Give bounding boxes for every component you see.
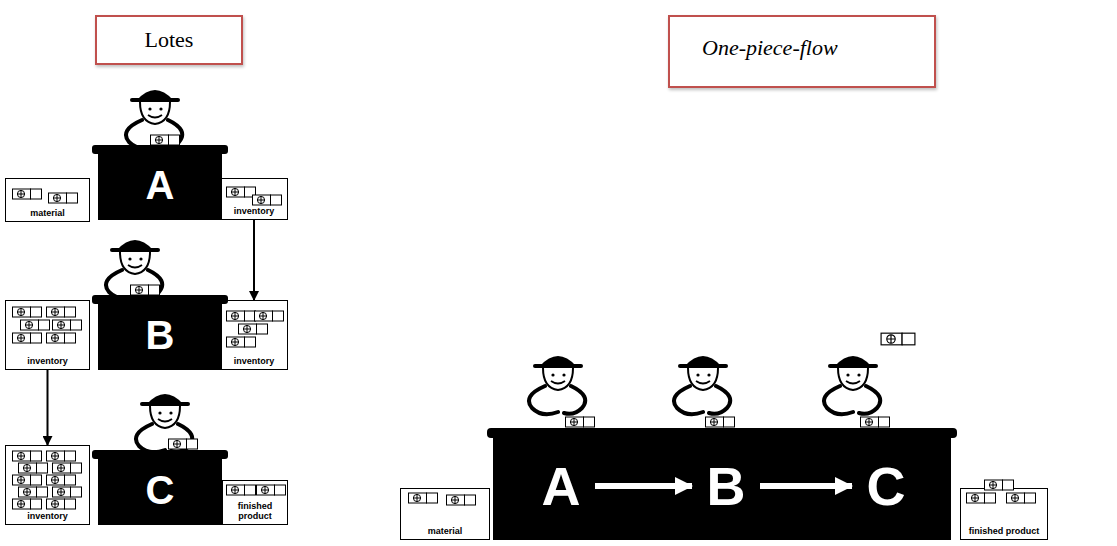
work-parts bbox=[253, 195, 282, 205]
work-parts bbox=[19, 487, 48, 497]
work-parts bbox=[257, 485, 286, 495]
work-parts bbox=[49, 193, 78, 203]
work-parts bbox=[566, 417, 595, 427]
station-letter: B bbox=[698, 454, 754, 518]
work-parts bbox=[47, 451, 76, 461]
station-letter: C bbox=[858, 454, 914, 518]
work-parts bbox=[227, 311, 256, 321]
work-station: C bbox=[98, 455, 222, 525]
inventory-bin: inventory bbox=[220, 178, 288, 220]
work-station: B bbox=[98, 300, 222, 370]
worker-figures bbox=[126, 90, 182, 148]
work-parts bbox=[13, 499, 42, 509]
work-parts bbox=[861, 417, 890, 427]
node-text: inventory bbox=[234, 206, 275, 216]
station-letter: A bbox=[533, 454, 589, 518]
work-parts bbox=[881, 333, 915, 345]
product-bin: finished product bbox=[222, 480, 288, 525]
node-text: B bbox=[146, 313, 175, 358]
desk-tops bbox=[92, 295, 228, 304]
title-tag: One-piece-flow bbox=[668, 15, 936, 88]
work-parts bbox=[239, 324, 268, 334]
work-parts bbox=[706, 417, 735, 427]
flow-arrow bbox=[253, 220, 255, 300]
work-parts bbox=[53, 320, 82, 330]
work-parts bbox=[47, 333, 76, 343]
desk-tops bbox=[92, 145, 957, 459]
node-text: One-piece-flow bbox=[702, 35, 838, 61]
node-text: C bbox=[867, 455, 906, 517]
desk-tops bbox=[92, 145, 228, 154]
node-text: Lotes bbox=[145, 27, 194, 53]
flow-arrow bbox=[760, 483, 852, 489]
work-parts bbox=[53, 487, 82, 497]
node-text: inventory bbox=[27, 356, 68, 366]
work-parts bbox=[409, 493, 438, 503]
node-text: C bbox=[146, 468, 175, 513]
work-parts bbox=[53, 463, 82, 473]
work-parts bbox=[227, 187, 256, 197]
work-parts bbox=[19, 463, 48, 473]
work-parts bbox=[21, 320, 50, 330]
worker-figures bbox=[824, 356, 880, 414]
work-parts bbox=[1007, 493, 1036, 503]
node-text: finished product bbox=[969, 526, 1040, 536]
inventory-bin: inventory bbox=[5, 300, 90, 370]
worker-figures bbox=[106, 90, 880, 452]
material-bin: material bbox=[5, 178, 90, 222]
work-parts bbox=[47, 475, 76, 485]
inventory-bin: inventory bbox=[5, 445, 90, 525]
node-text: material bbox=[30, 208, 65, 218]
node-text: finished product bbox=[226, 501, 284, 521]
node-text: material bbox=[428, 526, 463, 536]
title-tag: Lotes bbox=[95, 15, 243, 65]
flow-arrow bbox=[47, 370, 49, 445]
work-parts bbox=[13, 189, 42, 199]
desk-tops bbox=[92, 450, 228, 459]
node-text: A bbox=[542, 455, 581, 517]
worker-figures bbox=[106, 240, 162, 298]
worker-figures bbox=[136, 394, 192, 452]
work-parts bbox=[13, 451, 42, 461]
work-parts bbox=[151, 135, 180, 145]
work-parts bbox=[227, 337, 256, 347]
work-parts bbox=[255, 311, 284, 321]
work-bench: A B C bbox=[493, 432, 951, 540]
work-parts bbox=[13, 307, 42, 317]
work-parts bbox=[985, 480, 1014, 490]
material-bin: material bbox=[400, 488, 490, 540]
work-parts bbox=[13, 135, 1036, 509]
work-parts bbox=[447, 495, 476, 505]
inventory-bin: inventory bbox=[220, 300, 288, 370]
node-text: inventory bbox=[27, 511, 68, 521]
flow-arrow bbox=[595, 483, 692, 489]
work-parts bbox=[227, 485, 256, 495]
work-parts bbox=[47, 307, 76, 317]
desk-tops bbox=[487, 428, 957, 438]
worker-figures bbox=[529, 356, 585, 414]
node-text: inventory bbox=[234, 356, 275, 366]
work-parts bbox=[967, 493, 996, 503]
node-text: A bbox=[146, 163, 175, 208]
work-parts bbox=[131, 285, 160, 295]
work-parts bbox=[169, 439, 198, 449]
work-parts bbox=[47, 499, 76, 509]
node-text: B bbox=[707, 455, 746, 517]
work-parts bbox=[13, 333, 42, 343]
product-bin: finished product bbox=[960, 488, 1048, 540]
worker-figures bbox=[674, 356, 730, 414]
work-parts bbox=[13, 475, 42, 485]
work-station: A bbox=[98, 150, 222, 220]
